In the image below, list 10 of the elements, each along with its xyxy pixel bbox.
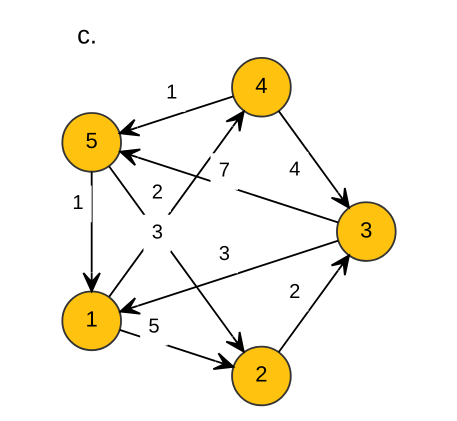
edge-label: 2: [288, 281, 300, 304]
edge-label: 1: [72, 192, 84, 214]
edge-label: 1: [166, 82, 177, 104]
edge-label: 2: [151, 182, 162, 204]
edge-label: 7: [218, 160, 230, 182]
edge-label: 3: [151, 221, 162, 244]
edge-label: 5: [148, 315, 160, 338]
edge-label: 3: [218, 243, 230, 266]
edge-label: 4: [288, 158, 300, 180]
diagram-title: c.: [76, 22, 97, 50]
